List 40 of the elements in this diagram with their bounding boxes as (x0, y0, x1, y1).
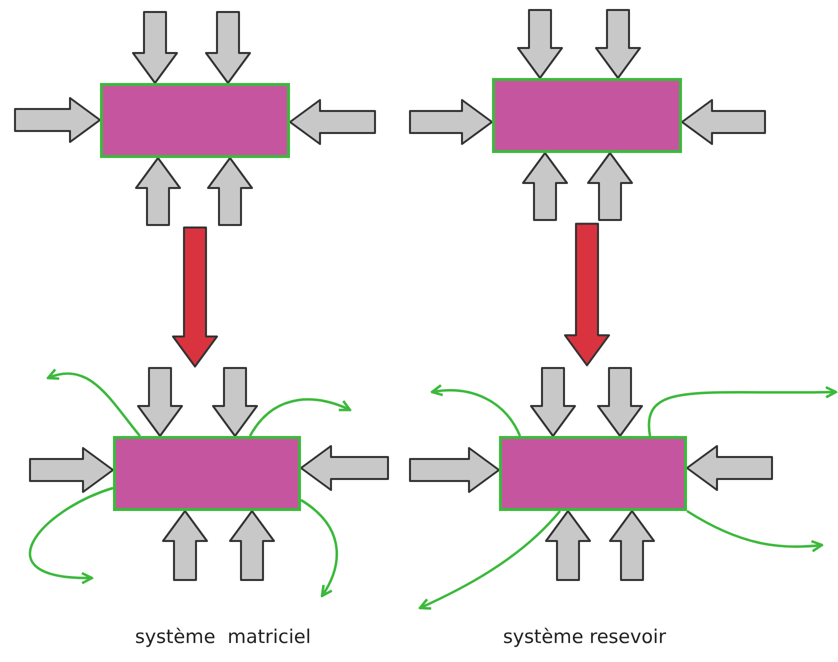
block-arrow (681, 99, 766, 145)
block-arrow (517, 9, 563, 79)
block-arrow (14, 97, 101, 143)
curved-arrow (430, 384, 522, 437)
block-arrow (595, 9, 641, 79)
curved-arrow (418, 510, 561, 610)
block-arrow (289, 99, 376, 145)
block-arrow (229, 510, 275, 581)
curved-arrow (648, 386, 838, 436)
curved-arrow (248, 398, 352, 437)
block-arrow (597, 367, 643, 437)
block-arrow (212, 367, 258, 437)
curved-arrow (686, 510, 824, 552)
rectangle (492, 78, 682, 153)
block-arrow (205, 11, 251, 84)
rectangle (113, 436, 301, 511)
block-arrow (609, 510, 655, 581)
block-arrow (135, 157, 181, 226)
block-arrow (587, 152, 633, 221)
block-arrow (409, 447, 500, 493)
block-arrow (207, 157, 253, 226)
curved-arrow (29, 486, 114, 584)
rectangle (499, 436, 687, 511)
block-arrow (530, 367, 576, 437)
block-arrow (409, 99, 493, 145)
caption: système resevoir (503, 626, 666, 648)
block-arrow (172, 226, 218, 368)
rectangle (100, 83, 290, 158)
curved-arrow (46, 368, 141, 437)
block-arrow (132, 11, 178, 84)
block-arrow (686, 445, 773, 491)
block-arrow (522, 152, 568, 221)
caption: système matriciel (135, 626, 311, 648)
block-arrow (545, 510, 591, 581)
curved-arrow (300, 498, 338, 598)
block-arrow (564, 222, 610, 366)
block-arrow (29, 447, 114, 493)
block-arrow (137, 367, 183, 437)
block-arrow (162, 510, 208, 581)
block-arrow (300, 445, 389, 491)
